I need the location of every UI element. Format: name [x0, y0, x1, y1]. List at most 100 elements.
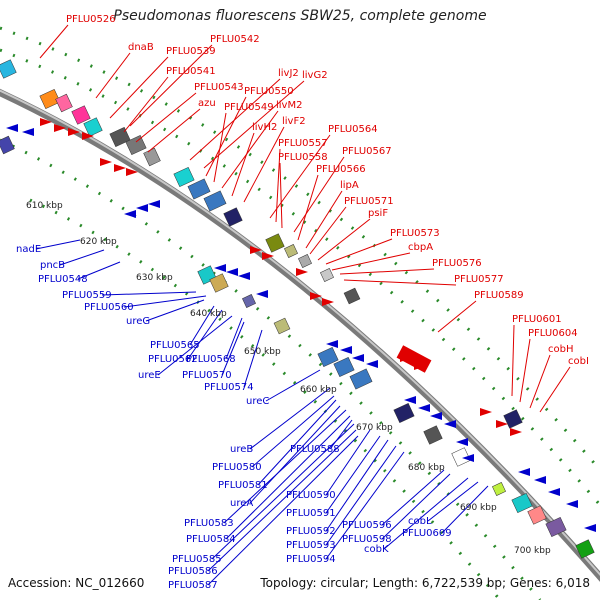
gene-block: [393, 402, 415, 424]
gene-arrow: [480, 408, 492, 416]
leader-line: [305, 190, 343, 249]
gene-label: PFLU0588: [290, 444, 340, 455]
gene-label: PFLU0560: [84, 302, 134, 313]
leader-line: [225, 415, 351, 540]
leader-line: [325, 238, 393, 265]
gene-arrow: [124, 210, 136, 218]
gene-block: [343, 287, 361, 305]
leader-line: [329, 419, 353, 450]
leader-line: [257, 399, 337, 486]
gene-label: lipA: [340, 180, 359, 191]
leader-line: [135, 92, 197, 143]
gene-label: PFLU0566: [316, 164, 366, 175]
gene-block: [83, 117, 103, 137]
gene-block: [511, 492, 533, 514]
gene-arrow: [566, 500, 578, 508]
gene-label: PFLU0570: [182, 370, 232, 381]
accession-text: Accession: NC_012660: [8, 576, 145, 590]
gene-label: cbpA: [408, 242, 433, 253]
gene-label: PFLU0541: [166, 66, 216, 77]
kbp-label: 670 kbp: [356, 423, 393, 433]
leader-line: [331, 252, 411, 271]
leader-line: [339, 268, 435, 275]
gene-arrow: [462, 454, 474, 462]
gene-label: PFLU0585: [172, 554, 222, 565]
leader-line: [157, 315, 233, 376]
gene-arrow: [114, 164, 126, 172]
gene-arrow: [126, 168, 138, 176]
track-dotted-3: [0, 138, 542, 600]
leader-line: [325, 451, 405, 560]
gene-block: [527, 505, 547, 525]
kbp-label: 680 kbp: [408, 463, 445, 473]
gene-arrow: [326, 340, 338, 348]
gene-arrow: [340, 346, 352, 354]
gene-block: [125, 134, 147, 156]
gene-label: PFLU0591: [286, 508, 336, 519]
gene-block: [109, 126, 131, 148]
gene-arrow: [418, 404, 430, 412]
leader-line: [207, 429, 357, 572]
gene-arrow: [510, 428, 522, 436]
leader-line: [147, 108, 201, 153]
leader-line: [539, 366, 571, 413]
leader-line: [101, 291, 197, 296]
leader-line: [123, 76, 169, 133]
leader-line: [203, 80, 305, 169]
leader-line: [317, 218, 371, 261]
genome-backbone-highlight: [0, 89, 600, 577]
gene-label: ureB: [230, 444, 253, 455]
gene-label: PFLU0580: [212, 462, 262, 473]
gene-label: PFLU0559: [62, 290, 112, 301]
leader-line: [221, 110, 279, 189]
gene-label: PFLU0589: [474, 290, 524, 301]
leader-line: [123, 295, 207, 308]
leader-line: [207, 435, 359, 586]
track-dotted-4: [29, 198, 502, 600]
leader-line: [39, 24, 69, 59]
leader-line: [275, 148, 281, 223]
gene-label: PFLU0567: [342, 146, 392, 157]
gene-block: [349, 368, 373, 390]
gene-arrow: [310, 292, 322, 300]
leader-line: [59, 249, 105, 266]
gene-arrow: [100, 158, 112, 166]
kbp-label: 640 kbp: [190, 309, 227, 319]
leader-line: [293, 156, 345, 233]
leader-line: [187, 309, 223, 360]
gene-arrow: [456, 438, 468, 446]
gene-arrow: [262, 252, 274, 260]
leader-line: [251, 395, 335, 468]
gene-block: [0, 135, 15, 155]
gene-label: PFLU0562: [148, 354, 198, 365]
gene-block: [242, 294, 256, 308]
gene-label: PFLU0565: [150, 340, 200, 351]
gene-block: [173, 166, 195, 188]
gene-arrow: [534, 476, 546, 484]
gene-arrow: [136, 204, 148, 212]
gene-label: livF2: [282, 116, 306, 127]
gene-arrow: [226, 268, 238, 276]
map-title: Pseudomonas fluorescens SBW25, complete …: [113, 8, 487, 24]
gene-block: [320, 268, 334, 282]
gene-label: PFLU0598: [342, 534, 392, 545]
leader-line: [381, 473, 451, 540]
leader-line: [205, 96, 247, 177]
gene-label: PFLU0596: [342, 520, 392, 531]
gene-arrow: [548, 488, 560, 496]
leader-line: [279, 162, 283, 229]
leader-line: [519, 338, 531, 403]
leader-line: [441, 485, 489, 534]
gene-block: [55, 93, 73, 113]
leader-line: [381, 469, 445, 526]
kbp-label: 650 kbp: [244, 347, 281, 357]
gene-label: livH2: [252, 122, 277, 133]
gene-block: [265, 233, 285, 253]
gene-label: azu: [198, 98, 216, 109]
leader-line: [325, 435, 381, 514]
gene-label: cobK: [364, 544, 389, 555]
kbp-label: 700 kbp: [514, 546, 551, 556]
gene-label: PFLU0548: [38, 274, 88, 285]
gene-label: PFLU0550: [244, 86, 294, 97]
